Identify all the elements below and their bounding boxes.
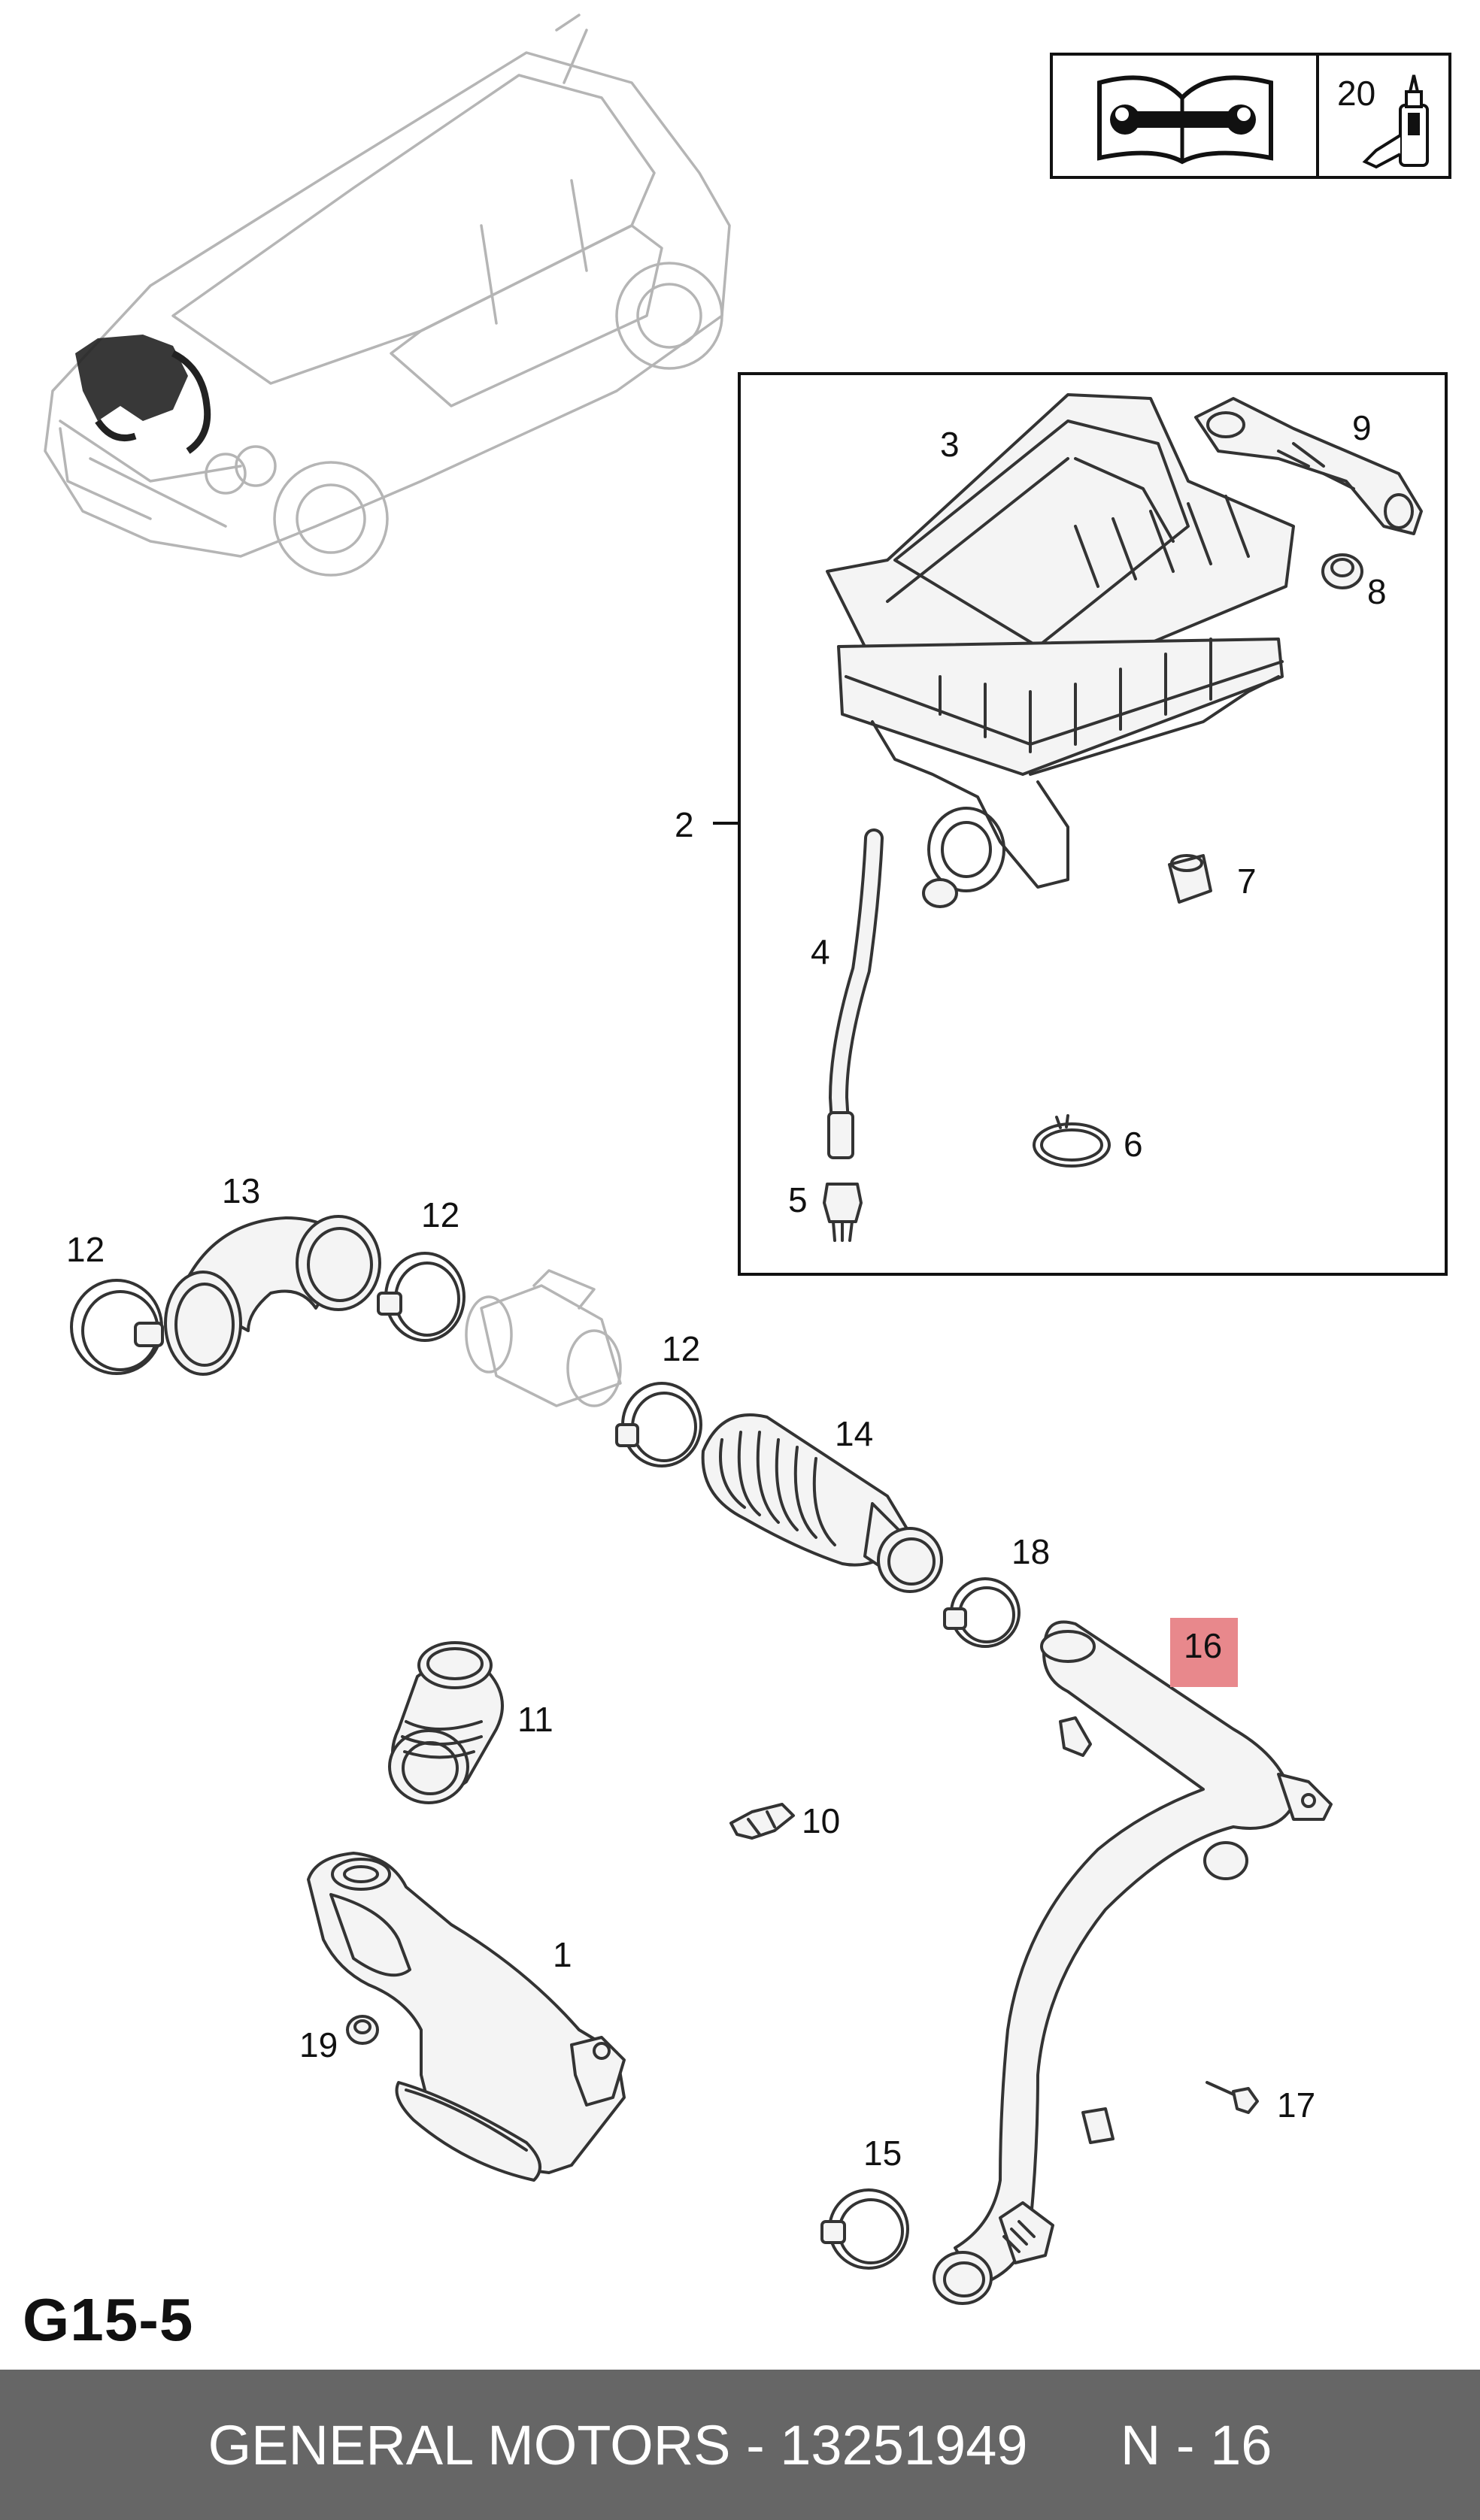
callout-14: 14: [835, 1414, 873, 1453]
intake-pipe: [933, 1620, 1333, 2305]
repair-manual-icon: [1097, 75, 1273, 165]
sealant-bottle-icon: [1362, 74, 1429, 169]
hose-clamp-left: [70, 1279, 164, 1375]
sheet-code: G15-5: [23, 2286, 194, 2353]
callout-7: 7: [1237, 862, 1257, 901]
hose-clamp-right: [615, 1382, 702, 1467]
callout-11: 11: [517, 1700, 553, 1739]
hose-clamp-middle: [377, 1252, 466, 1342]
info-box: 20: [1050, 53, 1451, 179]
callout-5: 5: [788, 1180, 808, 1219]
callout-19: 19: [299, 2025, 338, 2064]
footer-bar: GENERAL MOTORS - 13251949 N - 16: [0, 2370, 1480, 2520]
callout-20: 20: [1337, 74, 1375, 113]
nut: [346, 2015, 379, 2045]
clamp-ring: [1033, 1114, 1111, 1168]
callout-12-b: 12: [421, 1195, 459, 1234]
bolt: [1206, 2081, 1259, 2114]
elbow-boot: [164, 1215, 381, 1376]
callout-4: 4: [811, 932, 830, 971]
clip: [823, 1183, 863, 1242]
callout-12-c: 12: [662, 1329, 700, 1368]
callout-13: 13: [222, 1171, 260, 1210]
callout-6: 6: [1124, 1125, 1143, 1164]
grommet: [1321, 553, 1363, 589]
callout-10: 10: [802, 1801, 840, 1840]
callout-1: 1: [553, 1935, 572, 1974]
callout-8: 8: [1367, 572, 1387, 611]
hose-clamp-18: [943, 1577, 1021, 1648]
vehicle-overview-icon: [44, 14, 731, 577]
part-highlight: [1170, 1618, 1238, 1687]
callout-18: 18: [1011, 1532, 1050, 1571]
callout-12-a: 12: [66, 1230, 105, 1269]
corrugated-sleeve: [388, 1641, 504, 1804]
callout-2: 2: [675, 805, 694, 844]
bushing: [1168, 854, 1212, 904]
callout-3: 3: [940, 425, 960, 464]
air-intake-duct: [307, 1852, 626, 2182]
air-filter-housing: [826, 393, 1295, 908]
callout-9: 9: [1352, 408, 1372, 447]
footer-text: GENERAL MOTORS - 13251949 N - 16: [208, 2413, 1272, 2476]
callout-15: 15: [863, 2134, 902, 2173]
mass-airflow-sensor: [465, 1269, 622, 1407]
callout-16: 16: [1184, 1626, 1222, 1665]
callout-17: 17: [1277, 2085, 1315, 2125]
bracket: [1194, 397, 1423, 535]
parts-diagram: 20 3 2 9 8: [44, 14, 1451, 2305]
retaining-clip: [729, 1803, 795, 1840]
corrugated-hose: [701, 1413, 943, 1593]
hose-clamp-15: [820, 2188, 909, 2270]
vent-hose: [827, 828, 884, 1159]
